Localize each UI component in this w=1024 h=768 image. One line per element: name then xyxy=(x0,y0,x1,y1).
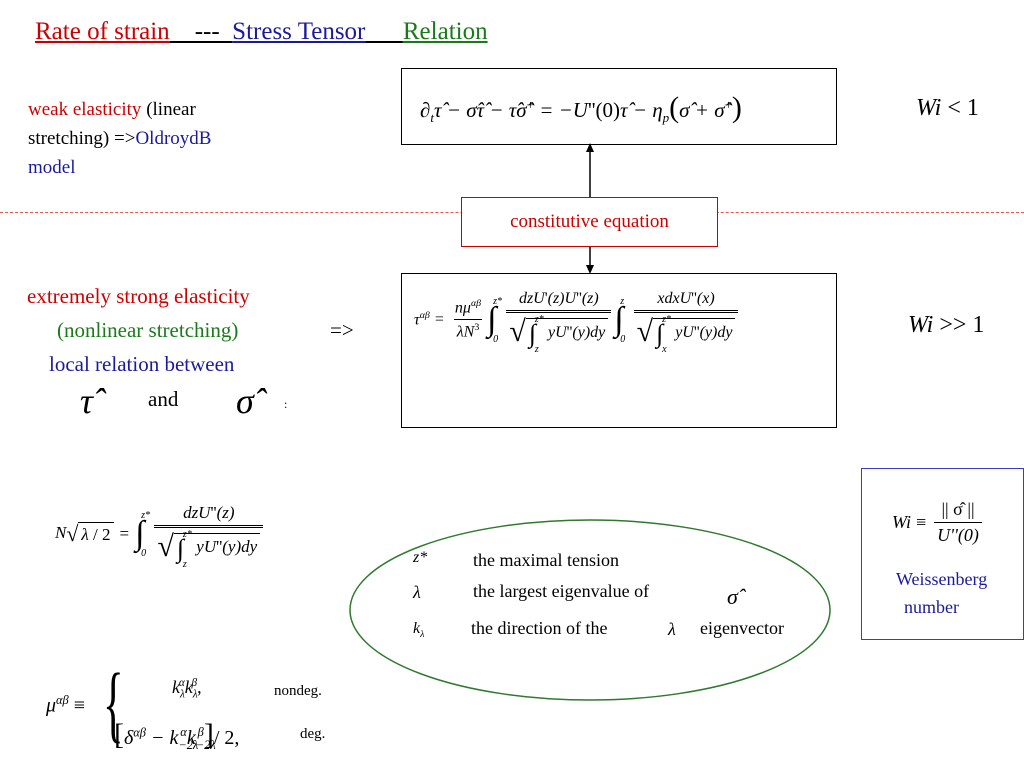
z-star-symbol: z* xyxy=(413,549,428,566)
mu-symbol: μαβ ≡ xyxy=(46,693,86,717)
title-separator: --- xyxy=(169,18,233,45)
vertical-arrows xyxy=(586,143,594,274)
number-label: number xyxy=(904,597,959,617)
much-greater-symbol: >> xyxy=(939,312,967,338)
oldroyd-equation-box: ∂tτ̂ − σ̂τ̂ − τ̂σ̂+ = −U''(0)τ̂ − ηp(σ̂ … xyxy=(401,68,837,145)
title-relation: Relation xyxy=(402,18,488,45)
largest-eigenvalue-label: the largest eigenvalue of xyxy=(473,581,650,601)
title-gap xyxy=(365,18,403,45)
lambda-small-symbol: λ xyxy=(668,619,676,639)
stretching-label: stretching) => xyxy=(28,128,136,149)
nondeg-label: nondeg. xyxy=(274,683,322,699)
left-brace: { xyxy=(103,655,124,751)
wi-symbol: Wi xyxy=(892,512,912,532)
weissenberg-box: Wi ≡ || σ̂ || U''(0) Weissenberg number xyxy=(861,468,1024,640)
slide-title: Rate of strain --- Stress Tensor Relatio… xyxy=(35,18,488,46)
title-rate-of-strain: Rate of strain xyxy=(35,18,170,45)
sigma-hat-symbol: σ̂ xyxy=(236,381,254,421)
wi-symbol: Wi xyxy=(916,95,942,121)
wi-denominator: U''(0) xyxy=(934,522,982,546)
linear-label: (linear xyxy=(141,99,196,120)
wi-value: 1 xyxy=(966,95,979,121)
colon-mark: : xyxy=(284,397,288,411)
title-stress-tensor: Stress Tensor xyxy=(232,18,366,45)
oldroyd-label: OldroydB xyxy=(135,128,212,149)
arrow-up-icon xyxy=(586,143,594,152)
less-than-symbol: < xyxy=(947,95,961,121)
n-lambda-equation: N√λ / 2 = ∫z*0 dzU''(z) √∫z*z yU''(y)dy xyxy=(55,503,266,569)
definitions-ellipse xyxy=(349,519,831,701)
lambda-symbol: λ xyxy=(413,582,421,602)
wi-symbol: Wi xyxy=(908,312,934,338)
constitutive-equation-box: constitutive equation xyxy=(461,197,718,247)
tau-hat-symbol: τ̂ xyxy=(80,381,93,421)
wi-weak-condition: Wi < 1 xyxy=(916,95,979,122)
oldroyd-equation: ∂tτ̂ − σ̂τ̂ − τ̂σ̂+ = −U''(0)τ̂ − ηp(σ̂ … xyxy=(420,91,742,126)
maximal-tension-label: the maximal tension xyxy=(473,550,619,570)
eigenvector-label: eigenvector xyxy=(700,618,784,638)
equiv-symbol: ≡ xyxy=(916,512,927,532)
case-nondeg-expr: kλαkλβ, xyxy=(172,677,202,701)
weak-elasticity-label: weak elasticity xyxy=(28,99,142,120)
implies-arrow: => xyxy=(330,318,354,342)
wi-definition: Wi ≡ || σ̂ || U''(0) xyxy=(892,499,985,546)
case-deg-expr: [δαβ − k−2λαk−2λβ]/ 2, xyxy=(114,718,240,752)
nonlinear-stretching-label: (nonlinear stretching) xyxy=(57,318,239,342)
weak-elasticity-text: weak elasticity (linear stretching) =>Ol… xyxy=(28,95,298,182)
local-relation-label: local relation between xyxy=(49,352,235,376)
wi-strong-condition: Wi >> 1 xyxy=(908,312,984,339)
and-label: and xyxy=(148,387,179,411)
k-lambda-symbol: kλ xyxy=(413,620,425,641)
arrow-down-icon xyxy=(586,265,594,274)
weissenberg-label: Weissenberg xyxy=(896,569,988,589)
strong-elasticity-label: extremely strong elasticity xyxy=(27,284,250,308)
wi-value: 1 xyxy=(972,312,985,338)
sigma-hat-small-symbol: σ̂ xyxy=(727,584,738,609)
wi-numerator: || σ̂ || xyxy=(941,499,975,519)
constitutive-equation-label: constitutive equation xyxy=(510,211,669,232)
model-label: model xyxy=(28,157,76,178)
deg-label: deg. xyxy=(300,726,326,742)
direction-label: the direction of the xyxy=(471,618,608,638)
